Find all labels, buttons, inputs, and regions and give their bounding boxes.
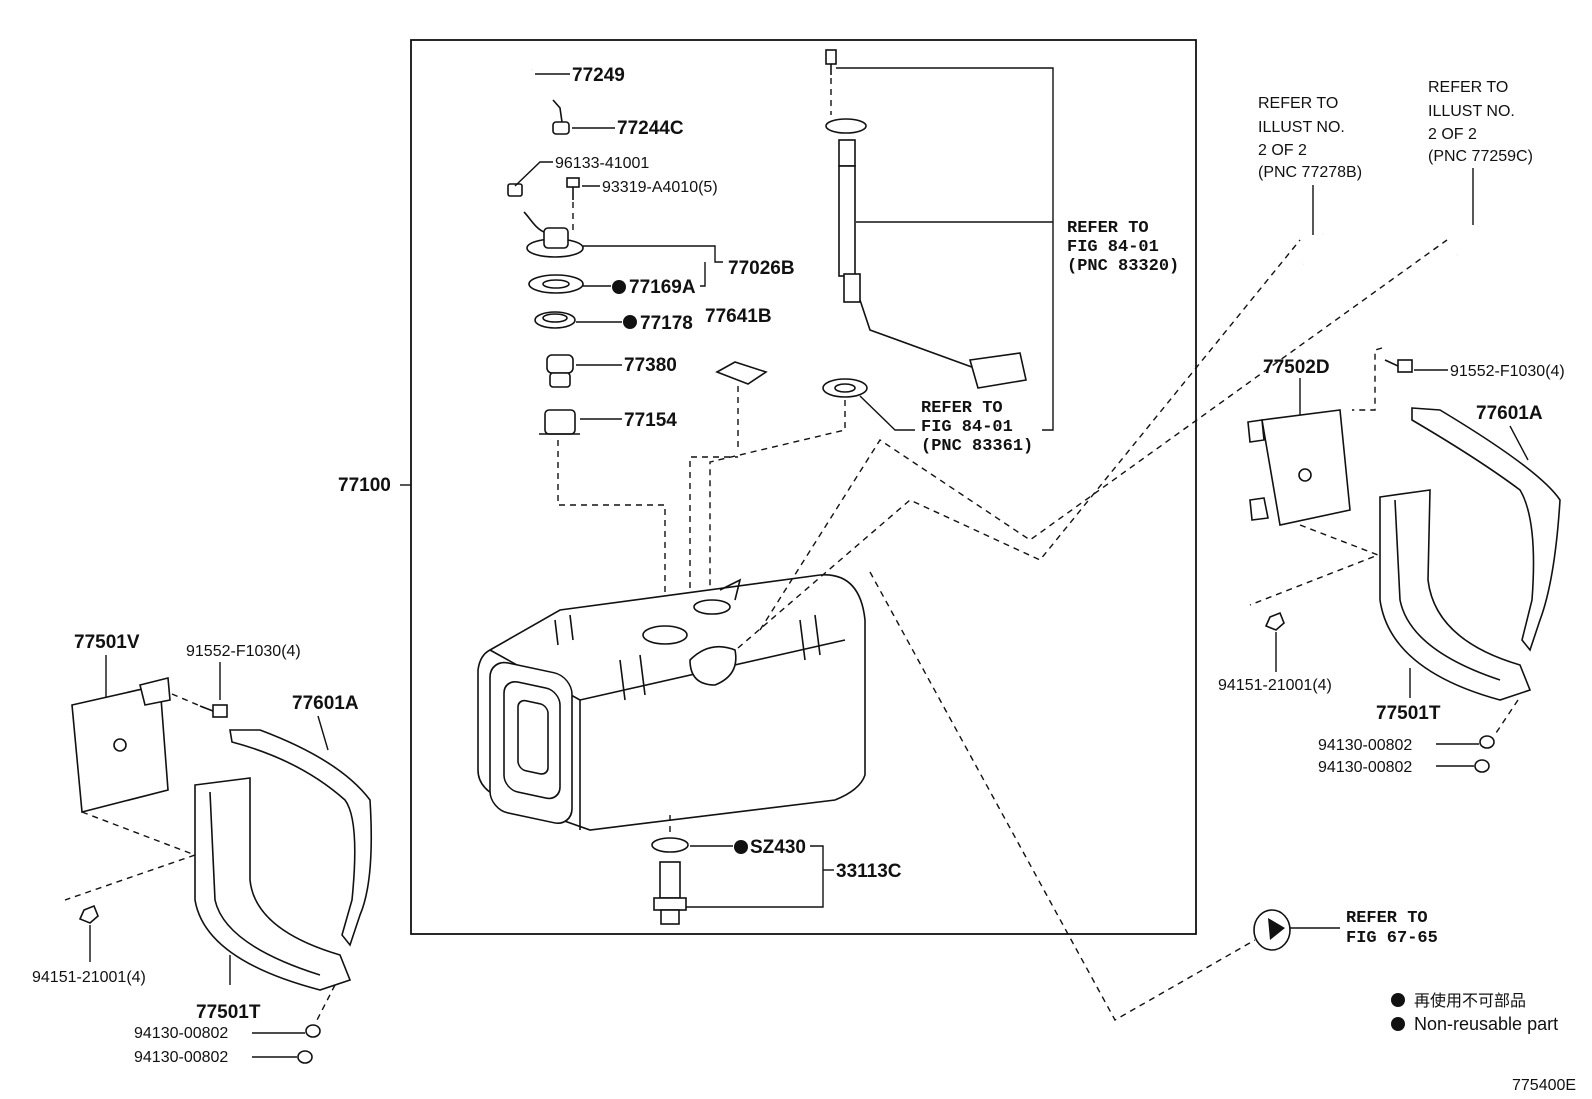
label-94130-00802-left-2: 94130-00802 xyxy=(134,1049,228,1066)
legend-dot-jp xyxy=(1391,993,1405,1007)
refer-illust-2-line2: ILLUST NO. xyxy=(1428,103,1515,120)
refer-illust-1-line4: (PNC 77278B) xyxy=(1258,164,1362,181)
bracket-77502D[interactable] xyxy=(1247,409,1351,526)
fuel-tank-assembly-frame xyxy=(410,39,1197,935)
non-reusable-mark-77169A xyxy=(612,280,626,294)
label-77501V: 77501V xyxy=(74,632,140,653)
vent-valve-77026B[interactable] xyxy=(523,211,584,258)
legend-text-jp: 再使用不可部品 xyxy=(1414,992,1526,1010)
label-94130-00802-right-1: 94130-00802 xyxy=(1318,737,1412,754)
bracket-77501V[interactable] xyxy=(71,676,171,814)
non-reusable-mark-SZ430 xyxy=(734,840,748,854)
cap-77380[interactable] xyxy=(546,354,574,388)
drain-plug-33113C[interactable] xyxy=(653,861,687,925)
hose-end-77259C[interactable] xyxy=(1454,224,1481,257)
label-94151-21001-right: 94151-21001(4) xyxy=(1218,677,1332,694)
refer-fig-84-01-b-line1: REFER TO xyxy=(921,399,1003,418)
label-77100: 77100 xyxy=(338,475,391,496)
bolt-91552-F1030-right[interactable] xyxy=(1384,359,1413,373)
fuel-sender-gauge[interactable] xyxy=(825,49,1027,389)
nut-94130-00802-left-1[interactable] xyxy=(305,1024,321,1038)
fuel-tank-77100[interactable] xyxy=(477,574,866,831)
label-94151-21001-left: 94151-21001(4) xyxy=(32,969,146,986)
strap-77601A-right[interactable] xyxy=(1411,407,1561,652)
label-77026B: 77026B xyxy=(728,258,795,279)
screw-93319[interactable] xyxy=(566,177,580,200)
ring-77178[interactable] xyxy=(534,311,576,329)
nut-94151-21001-left[interactable] xyxy=(78,904,99,924)
refer-illust-1-line1: REFER TO xyxy=(1258,95,1338,112)
hose-77249[interactable] xyxy=(437,60,534,188)
label-77380: 77380 xyxy=(624,355,677,376)
label-77641B: 77641B xyxy=(705,306,772,327)
gasket-SZ430[interactable] xyxy=(651,837,689,853)
cover-77154[interactable] xyxy=(539,409,580,435)
fuel-filler-part-fig-67-65[interactable] xyxy=(1253,909,1291,951)
refer-fig-67-65-line2: FIG 67-65 xyxy=(1346,929,1438,948)
sender-gasket[interactable] xyxy=(822,378,868,398)
bracket-77501T-left[interactable] xyxy=(194,777,352,991)
hose-end-77278B[interactable] xyxy=(1300,232,1326,266)
refer-fig-84-01-b-line2: FIG 84-01 xyxy=(921,418,1013,437)
clip-96133-41001[interactable] xyxy=(507,183,523,197)
label-77244C: 77244C xyxy=(617,118,684,139)
pad-77641B[interactable] xyxy=(715,361,768,385)
label-33113C: 33113C xyxy=(836,861,902,882)
label-77601A-right: 77601A xyxy=(1476,403,1543,424)
legend-text-en: Non-reusable part xyxy=(1414,1014,1558,1034)
bolt-91552-F1030-left[interactable] xyxy=(199,704,228,718)
refer-illust-2-line1: REFER TO xyxy=(1428,79,1508,96)
label-77501T-left: 77501T xyxy=(196,1002,261,1023)
diagram-id: 775400E xyxy=(1512,1077,1576,1094)
nut-94130-00802-left-2[interactable] xyxy=(297,1050,313,1064)
label-77169A: 77169A xyxy=(629,277,696,298)
refer-fig-84-01-a-line1: REFER TO xyxy=(1067,219,1149,238)
elbow-77244C[interactable] xyxy=(552,99,570,135)
refer-fig-84-01-a-line2: FIG 84-01 xyxy=(1067,238,1159,257)
nut-94151-21001-right[interactable] xyxy=(1264,611,1285,631)
legend-dot-en xyxy=(1391,1017,1405,1031)
strap-77601A-left[interactable] xyxy=(229,729,373,947)
label-91552-F1030-right: 91552-F1030(4) xyxy=(1450,363,1565,380)
label-77501T-right: 77501T xyxy=(1376,703,1441,724)
non-reusable-mark-77178 xyxy=(623,315,637,329)
nut-94130-00802-right-2[interactable] xyxy=(1474,759,1490,773)
label-77249: 77249 xyxy=(572,65,625,86)
label-SZ430: SZ430 xyxy=(750,837,806,858)
refer-illust-2-line4: (PNC 77259C) xyxy=(1428,148,1533,165)
label-94130-00802-left-1: 94130-00802 xyxy=(134,1025,228,1042)
label-94130-00802-right-2: 94130-00802 xyxy=(1318,759,1412,776)
bracket-77501T-right[interactable] xyxy=(1379,489,1532,701)
label-96133-41001: 96133-41001 xyxy=(555,155,649,172)
label-77601A-left: 77601A xyxy=(292,693,359,714)
refer-fig-84-01-a-line3: (PNC 83320) xyxy=(1067,257,1179,276)
refer-illust-1-line3: 2 OF 2 xyxy=(1258,142,1307,159)
refer-illust-2-line3: 2 OF 2 xyxy=(1428,126,1477,143)
refer-fig-84-01-b-line3: (PNC 83361) xyxy=(921,437,1033,456)
refer-fig-67-65-line1: REFER TO xyxy=(1346,909,1428,928)
label-77502D: 77502D xyxy=(1263,357,1330,378)
gasket-77169A[interactable] xyxy=(528,274,584,294)
label-77154: 77154 xyxy=(624,410,677,431)
label-91552-F1030-left: 91552-F1030(4) xyxy=(186,643,301,660)
nut-94130-00802-right-1[interactable] xyxy=(1479,735,1495,749)
label-93319-A4010: 93319-A4010(5) xyxy=(602,179,718,196)
refer-illust-1-line2: ILLUST NO. xyxy=(1258,119,1345,136)
label-77178: 77178 xyxy=(640,313,693,334)
